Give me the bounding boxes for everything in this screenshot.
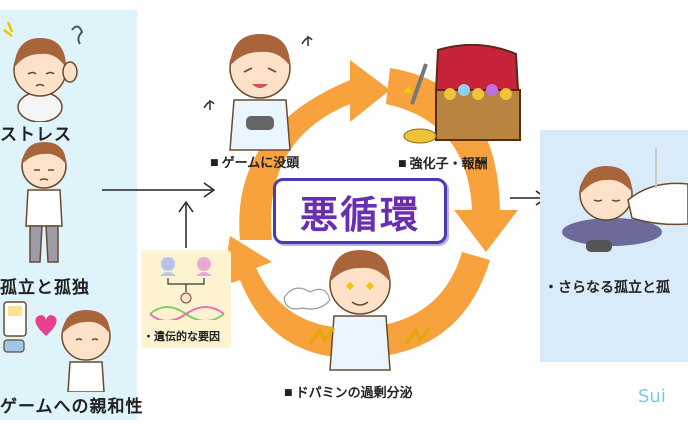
arrow-genetic-up [178,200,194,248]
dopamine-person-illustration [283,250,432,371]
vicious-cycle-arrows [222,60,518,359]
label-isolation: 孤立と孤独 [0,278,90,298]
title-box: 悪循環 [273,178,447,244]
watermark: Sui [638,386,666,407]
diagram-title: 悪循環 [299,192,420,237]
label-dopamine: ドパミンの過剰分泌 [284,382,413,401]
label-affinity: ゲームへの親和性 [0,397,144,417]
isolated-person-illustration [21,142,67,263]
label-reward: 強化子・報酬 [398,153,488,172]
gaming-affinity-illustration [3,301,111,392]
label-genetic: ・遺伝的な要因 [143,330,220,343]
stressed-person-illustration [3,21,84,122]
gaming-person-illustration [203,34,313,151]
collapsed-person-illustration [562,148,688,252]
label-immersion: ゲームに没頭 [210,152,300,171]
dna-family-illustration [149,257,225,320]
arrow-into-cycle [102,182,216,198]
treasure-chest-illustration [403,44,521,144]
label-result: ・さらなる孤立と孤 [544,280,670,296]
label-stress: ストレス [0,125,72,145]
